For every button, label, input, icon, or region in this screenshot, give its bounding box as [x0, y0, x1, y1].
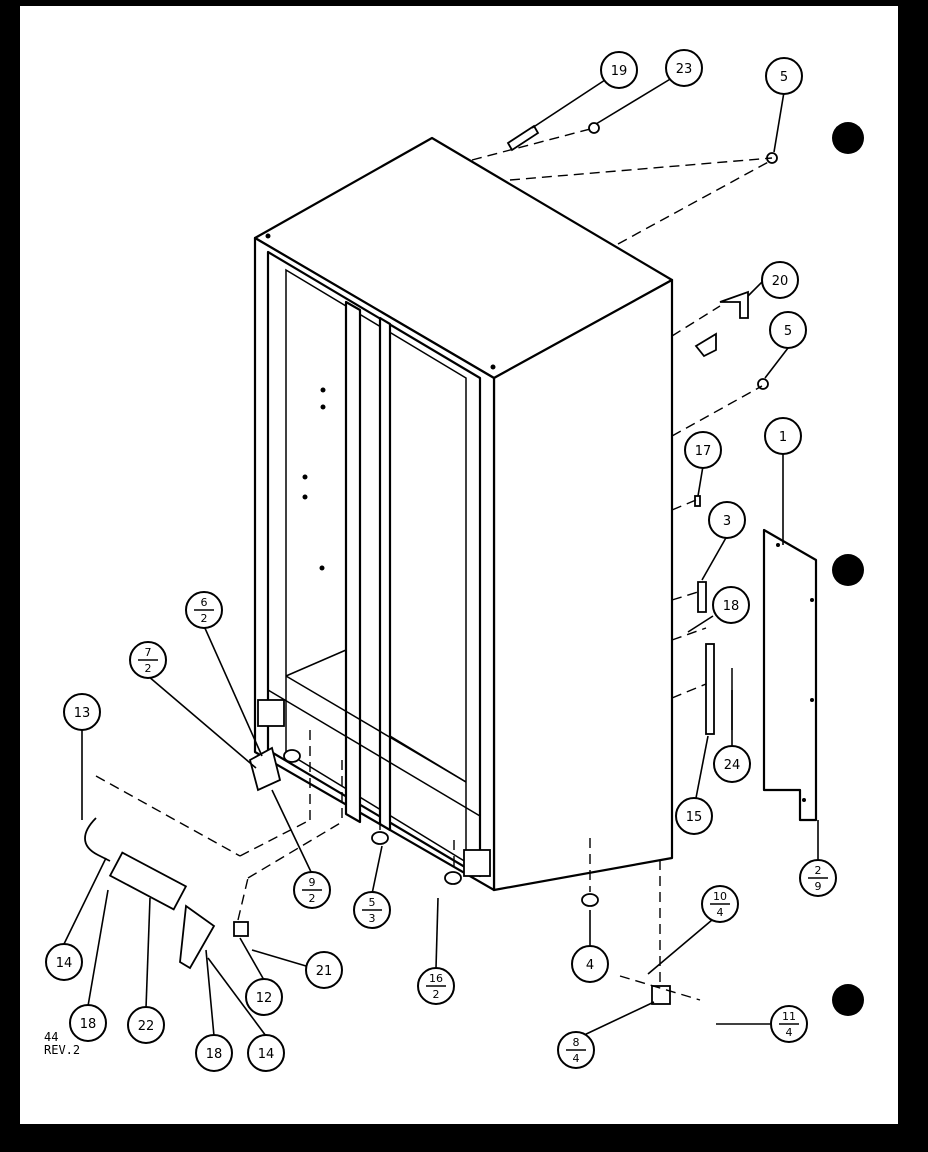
part-8-fitting: [651, 985, 671, 1005]
svg-text:23: 23: [676, 62, 693, 77]
svg-text:5: 5: [784, 324, 792, 339]
svg-text:19: 19: [611, 64, 628, 79]
page-note: 44 REV.2: [44, 1031, 80, 1057]
callout-21: 21: [305, 951, 343, 989]
part-19-screw: [506, 124, 540, 152]
svg-text:7: 7: [145, 646, 152, 659]
callout-11-4: 114: [770, 1005, 808, 1043]
callout-17: 17: [684, 431, 722, 469]
svg-text:1: 1: [779, 430, 787, 445]
punch-hole-bottom: [832, 984, 864, 1016]
callout-6-2: 62: [185, 591, 223, 629]
punch-hole-middle: [832, 554, 864, 586]
callout-10-4: 104: [701, 885, 739, 923]
svg-text:24: 24: [724, 758, 741, 773]
cabinet-body: [253, 136, 674, 892]
part-23-nut: [588, 122, 600, 134]
svg-text:3: 3: [723, 514, 731, 529]
callout-19: 19: [600, 51, 638, 89]
svg-text:10: 10: [713, 890, 727, 903]
callout-5-3: 53: [353, 891, 391, 929]
callout-18-right: 18: [712, 586, 750, 624]
callout-12: 12: [245, 978, 283, 1016]
revision-label: REV.2: [44, 1043, 81, 1057]
callout-1: 1: [764, 417, 802, 455]
callout-18-bottom: 18: [195, 1034, 233, 1072]
leader-lines: [63, 77, 819, 1037]
part-9-bracket: [248, 746, 282, 792]
svg-text:9: 9: [309, 876, 316, 889]
callout-15: 15: [675, 797, 713, 835]
callout-8-4: 84: [557, 1031, 595, 1069]
svg-text:21: 21: [316, 964, 333, 979]
callout-13: 13: [63, 693, 101, 731]
callout-20: 20: [761, 261, 799, 299]
svg-text:18: 18: [80, 1017, 97, 1032]
svg-text:4: 4: [717, 906, 724, 919]
svg-text:14: 14: [56, 956, 73, 971]
svg-text:3: 3: [369, 912, 376, 925]
part-15-strip: [705, 643, 715, 735]
part-12-clip: [233, 921, 249, 937]
svg-text:6: 6: [201, 596, 208, 609]
svg-text:2: 2: [201, 612, 208, 625]
svg-text:5: 5: [369, 896, 376, 909]
svg-text:4: 4: [573, 1052, 580, 1065]
callout-24: 24: [713, 745, 751, 783]
svg-text:16: 16: [429, 972, 443, 985]
svg-text:9: 9: [815, 880, 822, 893]
svg-text:13: 13: [74, 706, 91, 721]
callout-2-9: 29: [799, 859, 837, 897]
svg-text:12: 12: [256, 991, 273, 1006]
part-20-brackets: [694, 290, 749, 358]
punch-hole-top: [832, 122, 864, 154]
callout-5-lower: 5: [769, 311, 807, 349]
svg-text:22: 22: [138, 1019, 155, 1034]
part-3-clip: [697, 581, 707, 613]
svg-text:20: 20: [772, 274, 789, 289]
svg-text:15: 15: [686, 810, 703, 825]
svg-text:2: 2: [145, 662, 152, 675]
part-1-panel: [762, 528, 818, 822]
svg-text:2: 2: [309, 892, 316, 905]
svg-text:4: 4: [786, 1026, 793, 1039]
svg-text:8: 8: [573, 1036, 580, 1049]
callout-18-left: 18: [69, 1004, 107, 1042]
svg-text:18: 18: [723, 599, 740, 614]
svg-text:14: 14: [258, 1047, 275, 1062]
svg-text:11: 11: [782, 1010, 796, 1023]
svg-text:4: 4: [586, 958, 594, 973]
svg-text:18: 18: [206, 1047, 223, 1062]
callout-3: 3: [708, 501, 746, 539]
page-number: 44: [44, 1030, 59, 1044]
svg-text:2: 2: [815, 864, 822, 877]
callout-22: 22: [127, 1006, 165, 1044]
callout-5-upper: 5: [765, 57, 803, 95]
callout-23: 23: [665, 49, 703, 87]
callout-4: 4: [571, 945, 609, 983]
svg-text:2: 2: [433, 988, 440, 1001]
svg-text:17: 17: [695, 444, 712, 459]
part-grommets: [283, 749, 599, 907]
svg-text:5: 5: [780, 70, 788, 85]
callout-9-2: 92: [293, 871, 331, 909]
assembly-lines: [95, 127, 773, 1001]
part-tube-assembly: [84, 817, 216, 970]
callout-16-2: 162: [417, 967, 455, 1005]
callout-7-2: 72: [129, 641, 167, 679]
part-17-screw: [694, 495, 701, 507]
callout-14-bottom: 14: [247, 1034, 285, 1072]
callout-14-left: 14: [45, 943, 83, 981]
